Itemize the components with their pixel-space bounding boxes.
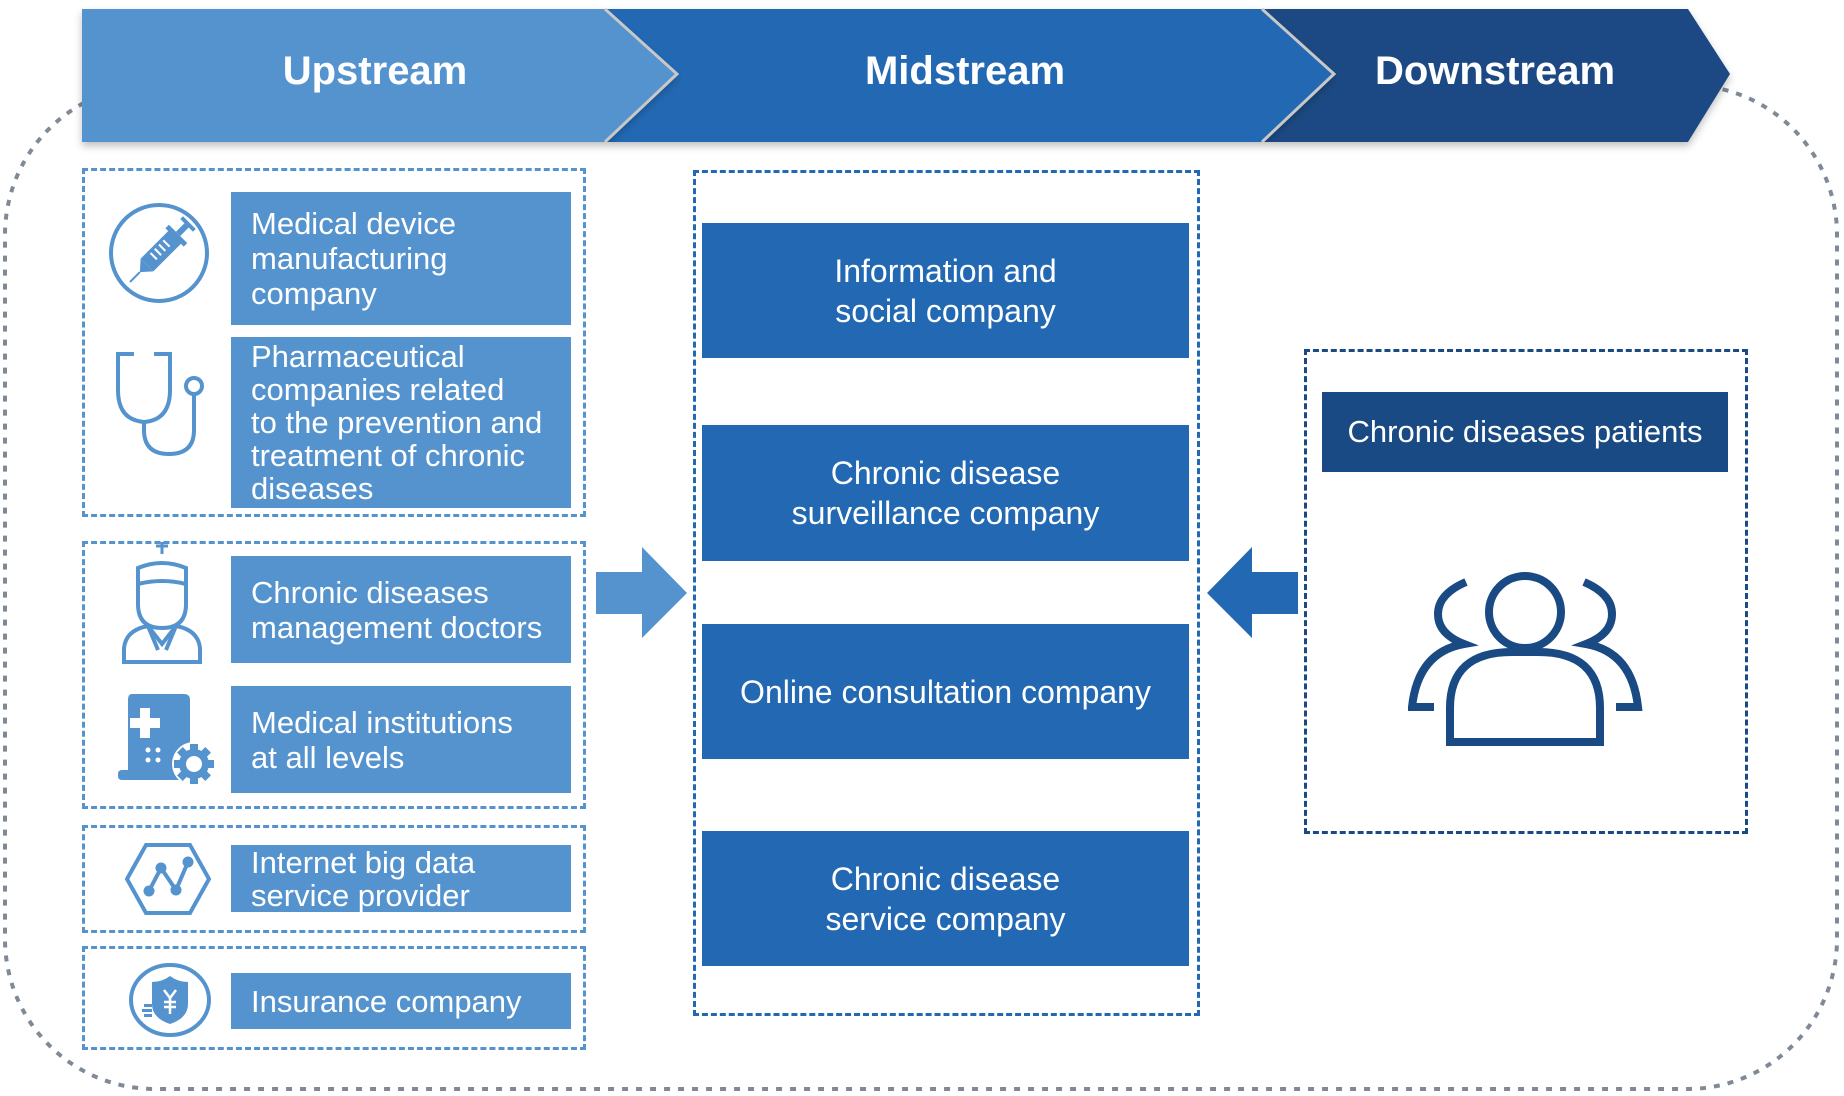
item-label: Information and social company bbox=[834, 252, 1057, 329]
stethoscope-icon bbox=[116, 352, 204, 457]
upstream-item-big-data: Internet big data service provider bbox=[231, 845, 571, 912]
upstream-group-insurance bbox=[82, 946, 586, 1050]
item-label: Chronic disease service company bbox=[825, 860, 1066, 937]
midstream-group bbox=[693, 170, 1200, 1016]
upstream-group-suppliers bbox=[82, 168, 586, 517]
value-chain-banner bbox=[82, 7, 1730, 144]
midstream-item-information-social: Information and social company bbox=[702, 223, 1189, 358]
hospital-icon bbox=[118, 694, 216, 786]
item-label: Medical device manufacturing company bbox=[251, 206, 457, 311]
item-label: Chronic disease surveillance company bbox=[791, 455, 1100, 531]
stage-label-midstream: Midstream bbox=[864, 49, 1066, 93]
item-label: Medical institutions at all levels bbox=[251, 704, 513, 775]
midstream-item-service: Chronic disease service company bbox=[702, 831, 1189, 966]
downstream-chevron bbox=[1262, 9, 1730, 142]
item-label: Insurance company bbox=[251, 983, 522, 1019]
upstream-item-medical-device: Medical device manufacturing company bbox=[231, 192, 571, 325]
item-label: Chronic diseases patients bbox=[1347, 414, 1703, 449]
item-label: Chronic diseases management doctors bbox=[251, 574, 543, 645]
downstream-item-patients: Chronic diseases patients bbox=[1322, 392, 1728, 472]
stage-label-downstream: Downstream bbox=[1374, 49, 1616, 93]
arrow-right-icon bbox=[596, 547, 687, 638]
upstream-item-pharmaceutical: Pharmaceutical companies related to the … bbox=[231, 337, 571, 508]
upstream-item-medical-institutions: Medical institutions at all levels bbox=[231, 686, 571, 793]
item-label: Online consultation company bbox=[740, 673, 1151, 710]
people-group-icon bbox=[1408, 572, 1643, 746]
upstream-group-data bbox=[82, 825, 586, 933]
midstream-chevron bbox=[605, 9, 1334, 142]
midstream-item-online-consultation: Online consultation company bbox=[702, 624, 1189, 759]
upstream-group-providers bbox=[82, 541, 586, 809]
stage-label-upstream: Upstream bbox=[282, 49, 468, 93]
upstream-chevron bbox=[82, 9, 677, 142]
item-label: Internet big data service provider bbox=[251, 844, 476, 913]
midstream-item-surveillance: Chronic disease surveillance company bbox=[702, 425, 1189, 561]
insurance-shield-icon bbox=[129, 963, 211, 1037]
outer-dotted-border bbox=[3, 83, 1839, 1091]
downstream-group bbox=[1304, 349, 1748, 834]
upstream-item-insurance: Insurance company bbox=[231, 973, 571, 1029]
syringe-icon bbox=[109, 203, 209, 303]
item-label: Pharmaceutical companies related to the … bbox=[251, 339, 543, 506]
doctor-icon bbox=[122, 542, 202, 664]
data-chart-hexagon-icon bbox=[124, 843, 212, 915]
upstream-item-doctors: Chronic diseases management doctors bbox=[231, 556, 571, 663]
arrow-left-icon bbox=[1207, 547, 1298, 638]
